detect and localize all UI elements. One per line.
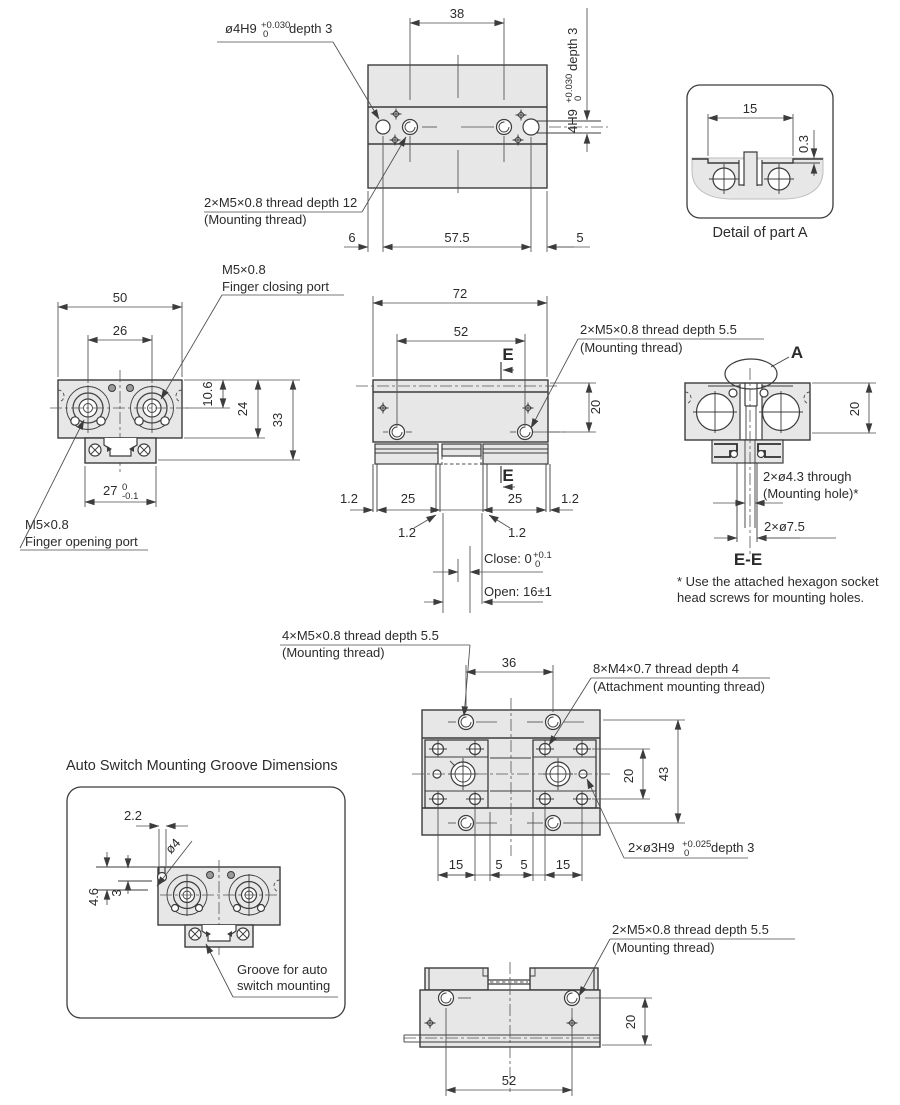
dim-15-right: 15 [556,857,570,872]
dim-20: 20 [623,1015,638,1029]
keyway-callout: 4H9 +0.030 0 depth 3 [564,28,584,133]
dim-24: 24 [235,402,250,416]
pin-hole-tol-lower: 0 [684,848,689,859]
front-view: E E 72 52 20 1.2 25 25 1.2 1.2 1.2 C [340,286,764,613]
pin-hole [375,119,391,135]
mount-thread-callout-2: (Mounting thread) [282,645,385,660]
mount-thread-callout-2: (Mounting thread) [612,940,715,955]
balloon-a-label: A [791,343,803,362]
pin-hole-depth: depth 3 [289,21,332,36]
dim-15: 15 [743,101,757,116]
dim-52: 52 [454,324,468,339]
dim-27: 27 [103,483,117,498]
rear-view: 2×M5×0.8 thread depth 5.5 (Mounting thre… [403,922,795,1096]
dim-1-2-finger-left: 1.2 [398,525,416,540]
dim-33: 33 [270,413,285,427]
close-tol-lower: 0 [535,559,540,570]
dim-27-tol-upper: 0 [122,482,127,493]
dim-26: 26 [113,323,127,338]
svg-text:+0.030: +0.030 [564,74,575,103]
pin-hole-depth: depth 3 [711,840,754,855]
mount-thread-callout-2: (Mounting thread) [204,212,307,227]
dim-15-left: 15 [449,857,463,872]
dim-43: 43 [656,767,671,781]
closing-port-callout-2: Finger closing port [222,279,329,294]
mount-thread-callout: 2×M5×0.8 thread depth 5.5 [612,922,769,937]
m5-thread-hole [495,118,513,136]
dim-25-right: 25 [508,491,522,506]
dim-dia4: ø4 [162,835,183,856]
section-mark-e-bottom: E [502,466,513,485]
attach-thread-callout: 8×M4×0.7 thread depth 4 [593,661,739,676]
m5-thread-hole [437,989,455,1007]
mount-thread-callout-2: (Mounting thread) [580,340,683,355]
dim-1-2-right: 1.2 [561,491,579,506]
dim-27-tol-lower: -0.1 [122,491,138,502]
m5-thread-hole [563,989,581,1007]
attach-thread-callout-2: (Attachment mounting thread) [593,679,765,694]
footnote-line1: * Use the attached hexagon socket [677,574,879,589]
m5-thread-hole [401,118,419,136]
dim-5-right: 5 [520,857,527,872]
dim-57-5: 57.5 [444,230,469,245]
svg-text:0: 0 [573,96,584,101]
m5-mount-hole [516,423,534,441]
opening-port-callout-2: Finger opening port [25,534,138,549]
pin-hole-tol-upper: +0.030 [261,20,290,31]
dim-5-left: 5 [495,857,502,872]
mount-thread-callout: 2×M5×0.8 thread depth 12 [204,195,357,210]
pin-hole-callout: 2×ø3H9 [628,840,675,855]
detail-a-caption: Detail of part A [712,225,807,241]
opening-port-callout: M5×0.8 [25,517,69,532]
close-tol-upper: +0.1 [533,550,552,561]
switch-box-title: Auto Switch Mounting Groove Dimensions [66,758,338,774]
mount-thread-callout: 4×M5×0.8 thread depth 5.5 [282,628,439,643]
groove-callout-2: switch mounting [237,978,330,993]
top-view: 38 6 57.5 5 ø4H9 +0.030 0 depth 3 2×M5×0… [204,6,608,252]
pin-hole-callout: ø4H9 [225,21,257,36]
svg-text:depth 3: depth 3 [565,28,580,71]
counterbore-callout: 2×ø7.5 [764,519,805,534]
footnote-line2: head screws for mounting holes. [677,590,864,605]
keyway-pin-hole [522,118,540,136]
dim-10-6: 10.6 [200,381,215,406]
dim-36: 36 [502,655,516,670]
groove-callout: Groove for auto [237,962,327,977]
dim-20: 20 [621,769,636,783]
dim-1-2-finger-right: 1.2 [508,525,526,540]
dim-6: 6 [348,230,355,245]
mount-hole-callout-2: (Mounting hole)* [763,486,858,501]
dim-52: 52 [502,1073,516,1088]
left-side-view: 50 26 10.6 24 33 27 0 -0.1 M5×0.8 Finger… [19,262,344,551]
pin-hole-tol-upper: +0.025 [682,839,711,850]
m5-mount-hole [388,423,406,441]
pin-hole-tol-lower: 0 [263,29,268,40]
dim-1-2-left: 1.2 [340,491,358,506]
attachment-face-view: 36 4×M5×0.8 thread depth 5.5 (Mounting t… [280,628,770,881]
dim-72: 72 [453,286,467,301]
section-mark-e-top: E [502,345,513,364]
detail-of-part-a: 15 0.3 Detail of part A [686,84,834,241]
open-label: Open: 16±1 [484,584,552,599]
dim-0-3: 0.3 [796,135,811,153]
dim-38: 38 [450,6,464,21]
dim-2-2: 2.2 [124,808,142,823]
section-e-e-view: A 20 2×ø4.3 through (Mounting hole)* 2×ø… [677,343,879,605]
dim-50: 50 [113,290,127,305]
dim-25-left: 25 [401,491,415,506]
dim-3: 3 [109,889,124,896]
closing-port-callout: M5×0.8 [222,262,266,277]
auto-switch-groove-box: Auto Switch Mounting Groove Dimensions 2… [66,758,346,1019]
dim-5: 5 [576,230,583,245]
mount-thread-callout: 2×M5×0.8 thread depth 5.5 [580,322,737,337]
close-label: Close: 0 [484,551,532,566]
dim-20: 20 [588,400,603,414]
svg-text:4H9: 4H9 [565,109,580,133]
dim-4-6: 4.6 [86,888,101,906]
section-ee-caption: E-E [734,550,762,569]
mount-hole-callout: 2×ø4.3 through [763,469,852,484]
dim-20: 20 [847,402,862,416]
